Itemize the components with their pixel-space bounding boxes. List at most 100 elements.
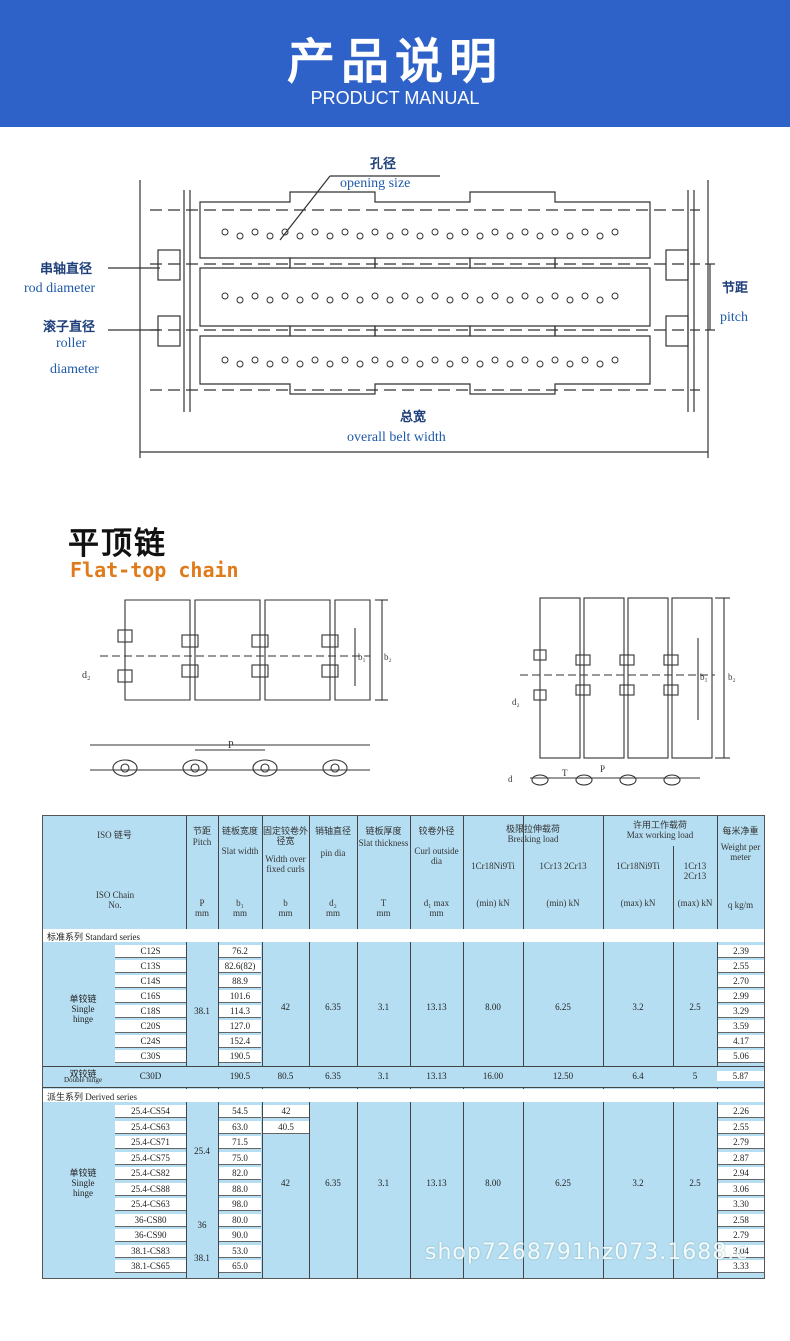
der-row-q: 2.55	[718, 1120, 764, 1134]
pitch-label-cn: 节距	[722, 281, 749, 296]
std-row-q: 5.06	[718, 1050, 764, 1063]
hdr-iso-en: ISO Chain No.	[95, 890, 135, 910]
der-t: 3.1	[377, 1178, 390, 1188]
flat-p-label: P	[228, 740, 234, 751]
hdr-pitch-cn: 节距	[192, 826, 211, 836]
double-w2: 5	[692, 1071, 698, 1081]
hdr-thick-en: Slat thickness	[358, 838, 409, 848]
std-row-b1: 114.3	[219, 1005, 261, 1018]
banner-title-en: PRODUCT MANUAL	[310, 88, 480, 108]
flat-chain-drawing-left: d₂ P b₁ b₂	[82, 599, 392, 777]
std-br2: 6.25	[555, 1002, 571, 1012]
der-row-no: 25.4-CS82	[115, 1167, 186, 1180]
std-row-b1: 76.2	[219, 945, 261, 958]
std-row-no: C14S	[115, 975, 186, 988]
hdr-iso-cn: ISO 链号	[97, 830, 132, 840]
pitch-label-en: pitch	[720, 310, 748, 325]
der-row-q: 3.33	[718, 1260, 764, 1273]
std-row-b1: 127.0	[219, 1020, 261, 1033]
belt-diagram	[108, 175, 715, 458]
der-row-no: 25.4-CS71	[115, 1136, 186, 1149]
hdr-pin-cn: 销轴直径	[314, 826, 351, 836]
der-d1: 13.13	[426, 1178, 447, 1188]
std-d2: 6.35	[325, 1002, 341, 1012]
rod-label-cn: 串轴直径	[40, 262, 93, 277]
hdr-work-cn: 许用工作载荷	[632, 820, 687, 830]
standard-series-label: 标准系列 Standard series	[47, 932, 140, 942]
der-br2: 6.25	[555, 1178, 571, 1188]
der-row-b1: 98.0	[219, 1198, 261, 1211]
std-row-no: C16S	[115, 990, 186, 1003]
der-w2: 2.5	[689, 1178, 701, 1188]
hdr-break-u2: (min) kN	[546, 898, 580, 908]
hdr-curlod-unit: mm	[429, 908, 444, 918]
der-row-q: 2.79	[718, 1136, 764, 1149]
double-br1: 16.00	[482, 1071, 504, 1081]
der-row-q: 3.04	[718, 1244, 764, 1258]
double-no: C30D	[139, 1071, 162, 1081]
std-pitch: 38.1	[194, 1006, 210, 1016]
watermark-text: shop7268791hz073.1688.c	[425, 1240, 749, 1265]
hdr-pin-en: pin dia	[320, 848, 346, 858]
flat-right-t-label: T	[562, 768, 568, 778]
hdr-thick-cn: 链板厚度	[365, 826, 402, 836]
der-row-b1: 82.0	[219, 1167, 261, 1180]
std-b: 42	[281, 1002, 290, 1012]
hdr-work-m1: 1Cr18Ni9Ti	[616, 861, 660, 871]
der-row-no: 25.4-CS88	[115, 1182, 186, 1196]
std-row-q: 2.99	[718, 990, 764, 1003]
derived-single-hinge-en: Single hinge	[71, 1178, 95, 1198]
flat-right-b1-label: b₁	[700, 672, 708, 682]
hdr-break-u1: (min) kN	[476, 898, 510, 908]
single-hinge-en: Single hinge	[71, 1004, 95, 1024]
der-row-b1: 88.0	[219, 1182, 261, 1196]
single-hinge-cn: 单铰链	[69, 994, 97, 1004]
hdr-weight-unit: q kg/m	[727, 900, 754, 910]
std-row-b1: 190.5	[219, 1050, 261, 1063]
double-d2: 6.35	[325, 1071, 341, 1081]
header-banner: 产品说明 PRODUCT MANUAL	[0, 0, 790, 127]
roller-label-en2: diameter	[50, 362, 99, 377]
std-t: 3.1	[377, 1002, 390, 1012]
der-row-q: 2.94	[718, 1167, 764, 1180]
std-row-q: 2.55	[718, 960, 764, 973]
hdr-break-en: Breaking load	[507, 834, 559, 844]
hdr-slat-unit: mm	[232, 908, 247, 918]
double-hinge-cn: 双铰链	[69, 1069, 97, 1079]
der-row-b1: 53.0	[219, 1244, 261, 1258]
std-row-no: C13S	[115, 960, 186, 973]
hdr-weight-en: Weight per meter	[720, 842, 761, 862]
std-row-no: C18S	[115, 1005, 186, 1018]
der-row-q: 3.06	[718, 1182, 764, 1196]
der-row-no: 38.1-CS83	[115, 1244, 186, 1258]
der-pitch-1: 25.4	[194, 1146, 210, 1156]
std-row-no: C12S	[115, 945, 186, 958]
flat-b1-label: b₁	[358, 652, 366, 662]
flat-chain-drawing-right: d₂ b₁ b₂ P T d	[508, 597, 736, 786]
double-hinge-en: Double hinge	[64, 1076, 102, 1084]
der-row-b1: 65.0	[219, 1260, 261, 1273]
std-d1: 13.13	[426, 1002, 447, 1012]
der-row-no: 36-CS80	[115, 1213, 186, 1227]
opening-label-en: opening size	[340, 176, 411, 191]
flat-right-p-label: P	[600, 764, 605, 774]
double-q: 5.87	[717, 1071, 764, 1081]
spec-table: ISO 链号 ISO Chain No. 节距 Pitch P mm 链板宽度 …	[42, 815, 765, 1279]
hdr-pitch-sym: P	[199, 898, 205, 908]
der-pitch-2: 36	[197, 1220, 207, 1230]
double-t: 3.1	[377, 1071, 390, 1081]
hdr-thick-unit: mm	[376, 908, 391, 918]
double-b: 80.5	[277, 1071, 294, 1081]
std-row-q: 2.70	[718, 975, 764, 988]
double-br2: 12.50	[552, 1071, 574, 1081]
hdr-curl-cn: 固定铰卷外径宽	[262, 826, 308, 846]
hdr-curl-sym: b	[283, 898, 288, 908]
der-row-no: 25.4-CS54	[115, 1105, 186, 1118]
hdr-break-m2: 1Cr13 2Cr13	[539, 861, 587, 871]
der-row-b: 42	[263, 1105, 309, 1118]
der-row-no: 38.1-CS65	[115, 1260, 186, 1273]
std-w1: 3.2	[632, 1002, 644, 1012]
roller-label-en1: roller	[56, 336, 87, 351]
hdr-curl-unit: mm	[278, 908, 293, 918]
hdr-pin-sym: d₂	[329, 898, 337, 908]
